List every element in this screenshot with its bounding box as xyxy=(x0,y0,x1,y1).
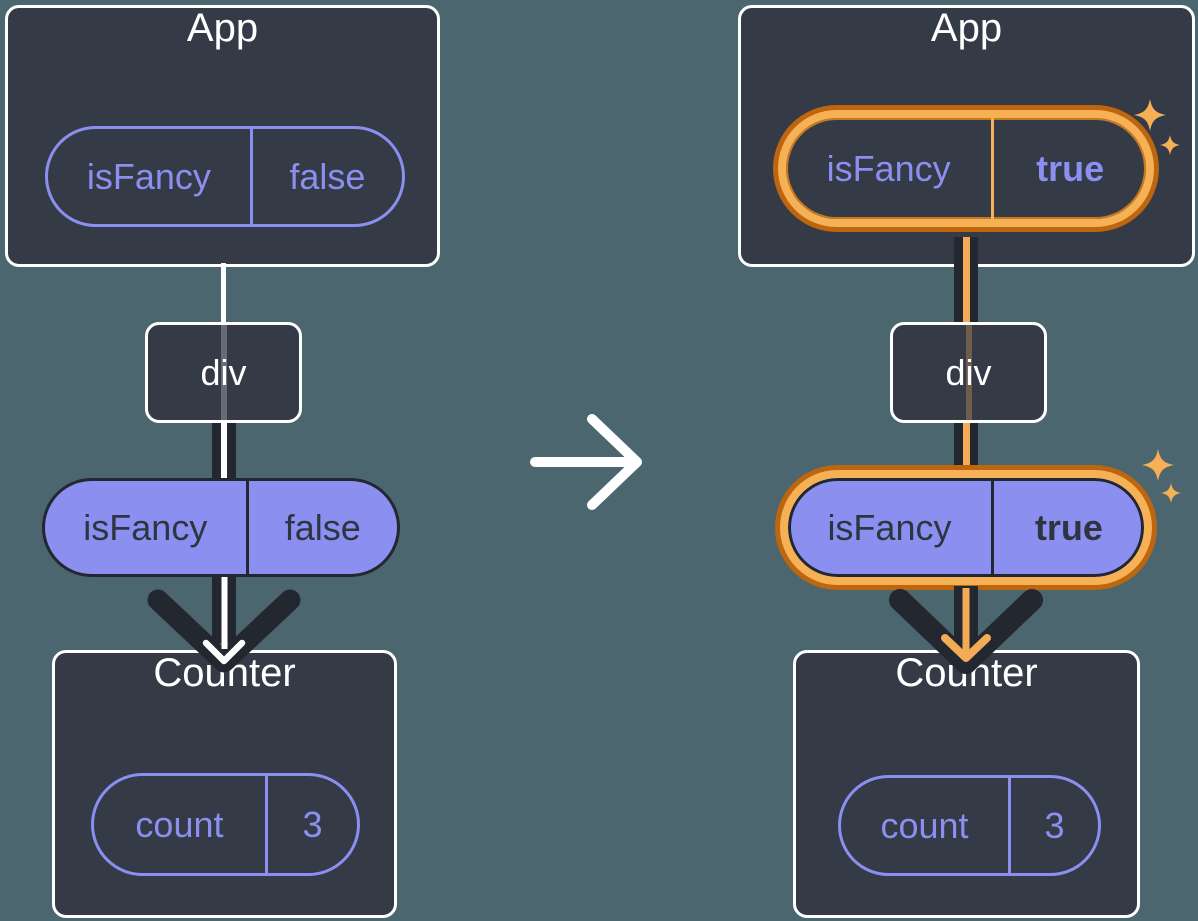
connector-core xyxy=(221,423,227,478)
counter-component-box: Counter count 3 xyxy=(793,650,1140,918)
connector-core xyxy=(962,423,970,465)
app-prop-pill-highlighted: isFancy true xyxy=(778,110,1154,227)
div-node-box: div xyxy=(145,322,302,423)
div-node-box: div xyxy=(890,322,1047,423)
connector-line-through xyxy=(965,325,972,420)
app-component-box: App isFancy false xyxy=(5,5,440,267)
connector-core xyxy=(962,237,970,325)
pill-divider xyxy=(990,478,994,577)
arrow-down-icon xyxy=(147,575,301,673)
connector-line xyxy=(212,423,236,478)
state-name: count xyxy=(135,803,224,845)
pill-divider xyxy=(245,481,249,574)
prop-value: false xyxy=(289,155,366,197)
div-label: div xyxy=(945,351,992,393)
counter-state-pill: count 3 xyxy=(91,773,360,876)
prop-value: true xyxy=(1036,147,1105,189)
pill-divider xyxy=(249,129,253,224)
counter-component-box: Counter count 3 xyxy=(52,650,397,918)
div-label: div xyxy=(200,351,247,393)
counter-state-pill: count 3 xyxy=(838,775,1101,876)
arrow-down-icon xyxy=(889,586,1043,674)
state-value: 3 xyxy=(1044,804,1065,846)
prop-name: isFancy xyxy=(83,506,208,548)
props-pill-highlighted: isFancy true xyxy=(780,470,1152,585)
prop-value: false xyxy=(284,506,361,548)
connector-line xyxy=(954,237,978,325)
sparkles-icon xyxy=(1134,99,1180,155)
state-value: 3 xyxy=(302,803,323,845)
pill-divider xyxy=(264,776,268,873)
app-prop-pill: isFancy false xyxy=(45,126,405,227)
transition-arrow-icon xyxy=(530,414,642,510)
app-title: App xyxy=(186,6,259,50)
pill-divider xyxy=(991,118,995,219)
prop-name: isFancy xyxy=(86,155,211,197)
prop-value: true xyxy=(1034,506,1103,548)
connector-line xyxy=(954,423,978,465)
prop-name: isFancy xyxy=(826,147,951,189)
connector-line-through xyxy=(220,325,227,420)
connector-line xyxy=(221,263,226,325)
sparkles-icon xyxy=(1142,449,1181,503)
prop-name: isFancy xyxy=(827,506,952,548)
app-title: App xyxy=(930,6,1003,50)
state-name: count xyxy=(880,804,969,846)
pill-divider xyxy=(1008,778,1012,873)
